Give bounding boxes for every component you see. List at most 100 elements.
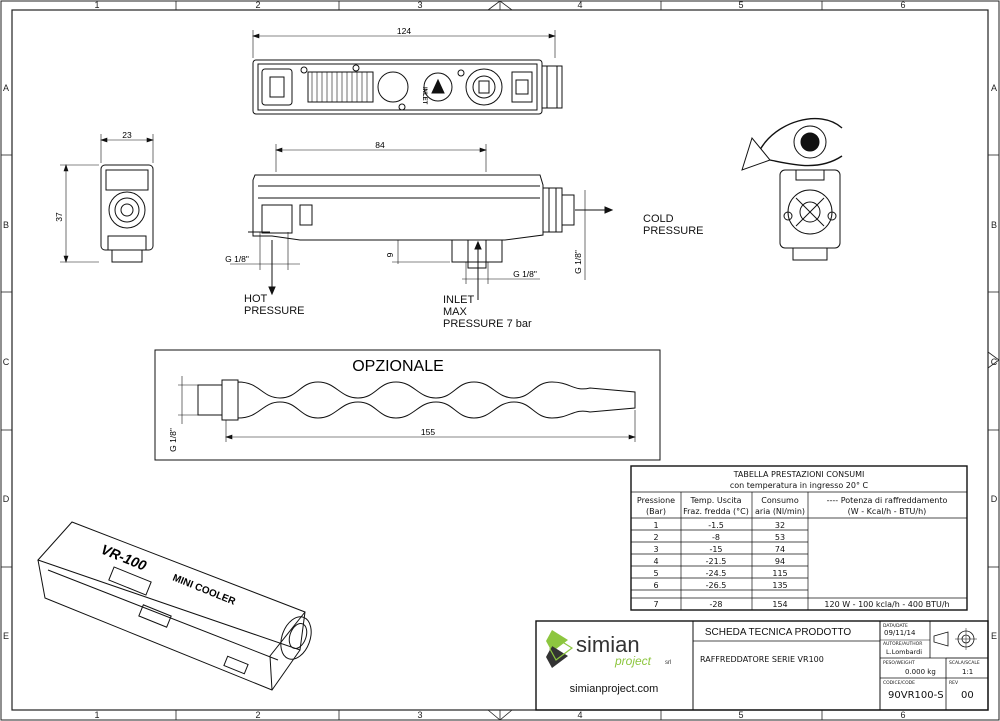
table-header: Pressione	[637, 496, 675, 505]
simian-logo	[546, 630, 574, 668]
table-cell: 2	[653, 533, 658, 542]
row-labels-right: A B C D E	[991, 83, 998, 641]
table-cell: -26.5	[706, 581, 727, 590]
logo-sub: project	[614, 654, 652, 668]
cold-label: PRESSURE	[643, 225, 704, 237]
row-label: B	[3, 220, 9, 230]
column-label: 4	[577, 0, 582, 10]
logo-word: simian	[576, 632, 640, 657]
cold-thread-dimension: G 1/8"	[573, 250, 583, 274]
column-label: 1	[94, 0, 99, 10]
scale-value: 1:1	[962, 668, 973, 676]
isometric-view	[37, 521, 312, 691]
column-label: 4	[577, 710, 582, 720]
table-subtitle: con temperatura in ingresso 20° C	[730, 481, 869, 490]
row-labels-left: A B C D E	[3, 83, 10, 641]
side-view	[230, 144, 586, 284]
row-label: C	[991, 357, 998, 367]
column-label: 2	[255, 0, 260, 10]
description: RAFFREDDATORE SERIE VR100	[700, 655, 824, 664]
table-cell: 7	[653, 600, 658, 609]
front-view	[60, 134, 154, 263]
table-cell: 135	[772, 581, 787, 590]
row-label: E	[991, 631, 997, 641]
body-mark: INLET	[421, 87, 427, 105]
table-cell: -8	[712, 533, 720, 542]
performance-table: TABELLA PRESTAZIONI CONSUMI con temperat…	[630, 465, 968, 611]
table-cell: 32	[775, 521, 785, 530]
table-cell: 120 W - 100 kcla/h - 400 BTU/h	[824, 600, 949, 609]
row-label: E	[3, 631, 9, 641]
cold-label: COLD	[643, 213, 674, 225]
table-header: aria (Nl/min)	[755, 507, 805, 516]
column-label: 5	[738, 0, 743, 10]
table-header: Temp. Uscita	[689, 496, 741, 505]
inlet-label: INLET	[443, 294, 474, 306]
title-block-fields: DATA/DATE 09/11/14 AUTORE/AUTHOR L.Lomba…	[883, 623, 980, 701]
table-cell: 94	[775, 557, 785, 566]
top-view	[252, 30, 563, 115]
optional-thread-dimension: G 1/8"	[168, 428, 178, 452]
table-cell: -28	[709, 600, 722, 609]
rev-value: 00	[961, 690, 974, 701]
column-labels-bottom: 1 2 3 4 5 6	[94, 710, 905, 720]
column-label: 3	[417, 0, 422, 10]
column-label: 2	[255, 710, 260, 720]
field-label: PESO/WEIGHT	[883, 660, 915, 666]
row-label: B	[991, 220, 997, 230]
table-header: Fraz. fredda (°C)	[683, 507, 749, 516]
column-label: 1	[94, 710, 99, 720]
inlet-label: PRESSURE 7 bar	[443, 318, 532, 330]
column-label: 6	[900, 0, 905, 10]
column-label: 6	[900, 710, 905, 720]
dimension-124: 124	[397, 26, 411, 36]
inlet-thread-dimension: G 1/8"	[513, 269, 537, 279]
doc-type: SCHEDA TECNICA PRODOTTO	[705, 627, 852, 638]
iso-mark: MINI COOLER	[171, 573, 238, 608]
dimension-37: 37	[54, 212, 64, 222]
website: simianproject.com	[570, 683, 659, 695]
date-value: 09/11/14	[884, 629, 916, 637]
table-cell: 6	[653, 581, 658, 590]
table-cell: -15	[709, 545, 722, 554]
dimension-9: 9	[385, 252, 395, 257]
hot-label: PRESSURE	[244, 305, 305, 317]
dimension-155: 155	[421, 427, 435, 437]
column-labels-top: 1 2 3 4 5 6	[94, 0, 905, 10]
table-cell: -21.5	[706, 557, 727, 566]
table-cell: -1.5	[708, 521, 724, 530]
dimension-84: 84	[375, 140, 385, 150]
table-cell: 53	[775, 533, 785, 542]
logo-srl: srl	[665, 660, 671, 666]
field-label: DATA/DATE	[883, 623, 908, 629]
table-title: TABELLA PRESTAZIONI CONSUMI	[733, 470, 865, 479]
flow-arrows	[268, 206, 614, 300]
title-block	[535, 620, 989, 711]
field-label: REV	[949, 680, 959, 686]
inlet-label: MAX	[443, 306, 468, 318]
row-label: A	[991, 83, 997, 93]
optional-box	[154, 349, 661, 461]
hot-label: HOT	[244, 293, 268, 305]
row-label: D	[991, 494, 998, 504]
table-header: (Bar)	[646, 507, 666, 516]
column-label: 5	[738, 710, 743, 720]
field-label: SCALA/SCALE	[949, 660, 980, 666]
author-value: L.Lombardi	[886, 648, 922, 656]
iso-mark: VR-100	[99, 541, 149, 574]
table-header: (W - Kcal/h - BTU/h)	[848, 507, 927, 516]
code-value: 90VR100-S	[888, 690, 944, 701]
table-cell: 3	[653, 545, 658, 554]
optional-title: OPZIONALE	[352, 358, 444, 375]
table-cell: 5	[653, 569, 658, 578]
field-label: CODICE/CODE	[883, 680, 915, 686]
hot-thread-dimension: G 1/8"	[225, 254, 249, 264]
row-label: D	[3, 494, 10, 504]
row-label: C	[3, 357, 10, 367]
weight-value: 0.000 kg	[905, 668, 936, 676]
table-header: Consumo	[761, 496, 799, 505]
rear-view	[741, 118, 843, 261]
table-cell: 4	[653, 557, 658, 566]
